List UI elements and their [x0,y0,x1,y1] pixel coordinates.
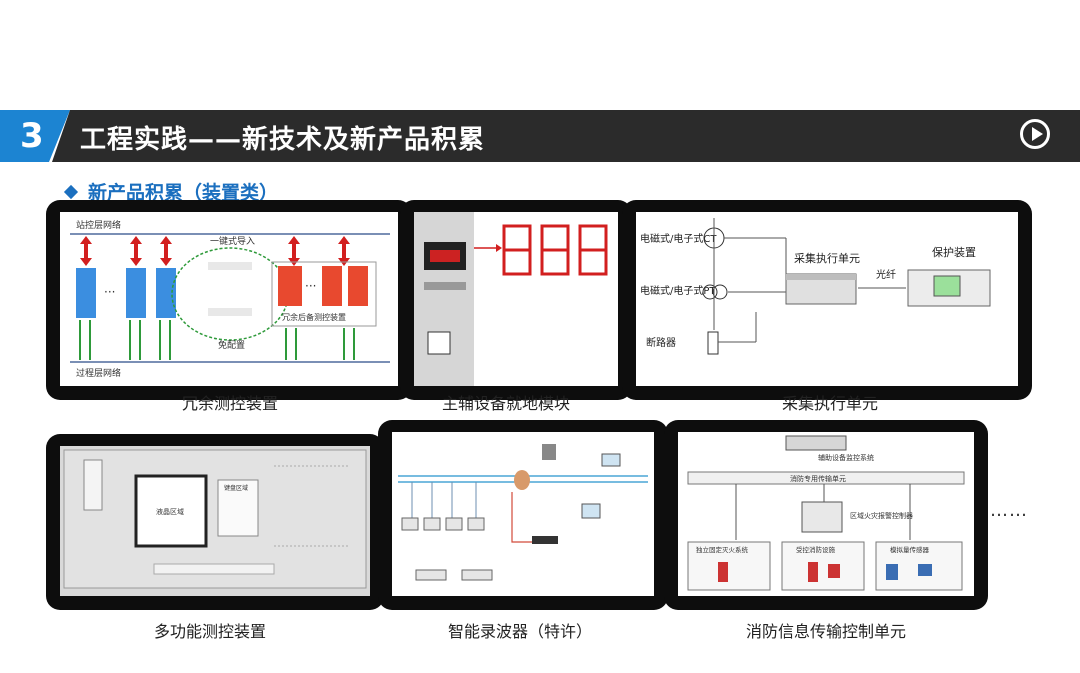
svg-text:···: ··· [104,285,115,299]
page-title: 工程实践——新技术及新产品积累 [80,125,486,155]
display-readout: 888 [414,212,416,213]
label-bottom-network: 过程层网络 [76,367,121,379]
svg-text:光纤: 光纤 [876,268,896,281]
svg-text:冗余后备测控装置: 冗余后备测控装置 [282,312,346,322]
svg-text:免配置: 免配置 [218,339,245,351]
local-module-image: 888 [414,212,608,386]
card-local-module[interactable]: 888 [400,200,632,400]
caption-multifunction-device: 多功能测控装置 [153,622,266,641]
play-icon[interactable] [1020,119,1050,149]
multifunction-panel: 液晶区域 键盘区域 [63,449,367,589]
caption-acquisition-unit: 采集执行单元 [781,394,878,413]
section-header: 3 工程实践——新技术及新产品积累 [0,110,1080,162]
card-acquisition-unit[interactable]: 电磁式/电子式CT 电磁式/电子式PT 断路器 采集执行单元 光纤 保护装置 [622,200,1032,400]
label-top-network: 站控层网络 [76,219,121,231]
card-image: 电磁式/电子式CT 电磁式/电子式PT 断路器 采集执行单元 光纤 保护装置 [636,212,1018,386]
card-image: 辅助设备监控系统 消防专用传输单元 区域火灾报警控制器 独立固定灭火系统 受控消… [678,432,974,596]
diamond-bullet-icon [63,184,79,200]
svg-text:采集执行单元: 采集执行单元 [794,251,860,265]
acquisition-diagram: 电磁式/电子式CT 电磁式/电子式PT 断路器 采集执行单元 光纤 保护装置 [640,218,991,355]
fire-diagram: 辅助设备监控系统 消防专用传输单元 区域火灾报警控制器 独立固定灭火系统 受控消… [687,435,965,591]
svg-text:保护装置: 保护装置 [932,245,976,259]
redundant-diagram: 站控层网络 过程层网络 ··· 一键式导入 免配置 [70,219,390,379]
svg-text:独立固定灭火系统: 独立固定灭火系统 [696,545,749,554]
card-image: 888 [414,212,618,386]
caption-redundant-device: 冗余测控装置 [181,394,278,413]
card-fire-info-unit[interactable]: 辅助设备监控系统 消防专用传输单元 区域火灾报警控制器 独立固定灭火系统 受控消… [664,420,988,610]
svg-text:辅助设备监控系统: 辅助设备监控系统 [818,453,874,462]
subheading-text: 新产品积累（装置类） [88,182,279,204]
card-redundant-device[interactable]: 站控层网络 过程层网络 ··· 一键式导入 免配置 [46,200,412,400]
subheading: 新产品积累（装置类） [63,178,279,205]
svg-text:电磁式/电子式CT: 电磁式/电子式CT [640,232,717,245]
card-image: 液晶区域 键盘区域 [60,446,370,596]
card-image: 站控层网络 过程层网络 ··· 一键式导入 免配置 [60,212,398,386]
svg-text:···: ··· [305,279,316,293]
svg-text:受控消防设施: 受控消防设施 [796,545,836,554]
section-number: 3 [20,116,44,156]
caption-fire-info-unit: 消防信息传输控制单元 [745,622,906,641]
svg-text:消防专用传输单元: 消防专用传输单元 [790,474,846,483]
svg-text:键盘区域: 键盘区域 [224,484,248,492]
card-image [392,432,654,596]
header-bar [52,110,1080,162]
caption-intelligent-recorder: 智能录波器（特许） [447,622,592,641]
recorder-diagram [398,444,648,581]
caption-local-module: 主辅设备就地模块 [441,394,570,413]
card-multifunction-device[interactable]: 液晶区域 键盘区域 [46,434,384,610]
svg-text:液晶区域: 液晶区域 [156,507,184,516]
svg-text:断路器: 断路器 [646,336,676,349]
svg-text:一键式导入: 一键式导入 [210,235,255,247]
card-intelligent-recorder[interactable] [378,420,668,610]
svg-text:电磁式/电子式PT: 电磁式/电子式PT [640,284,716,297]
svg-text:模拟量传感器: 模拟量传感器 [890,545,930,554]
more-ellipsis: …… [990,500,1028,521]
svg-text:区域火灾报警控制器: 区域火灾报警控制器 [850,511,913,520]
